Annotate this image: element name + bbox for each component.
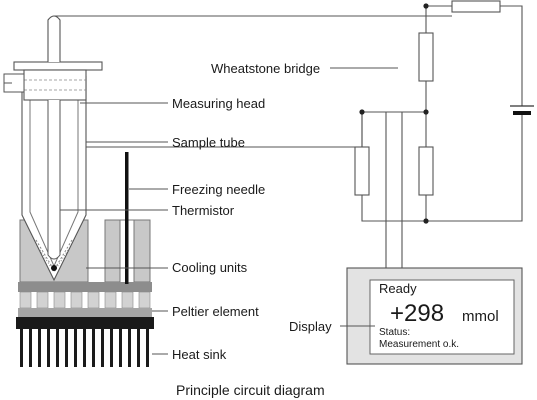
display-wire-left <box>362 111 387 268</box>
peltier-bottom-plate <box>18 308 152 317</box>
bridge-resistor-lower <box>418 146 434 196</box>
top-wire <box>53 15 452 40</box>
display-value: +298 <box>390 300 444 327</box>
leader-lines <box>60 67 398 355</box>
right-wire-top <box>500 5 523 106</box>
bridge-resistor-upper <box>418 32 434 82</box>
thermistor-probe <box>47 100 61 260</box>
label-peltier-element: Peltier element <box>172 304 259 319</box>
label-cooling-units: Cooling units <box>172 260 248 275</box>
wheatstone-bridge-circuit <box>53 0 534 268</box>
display-wire-right <box>401 111 426 268</box>
display-status-top: Ready <box>379 281 417 296</box>
label-measuring-head: Measuring head <box>172 96 265 111</box>
labels: Wheatstone bridge Measuring head Sample … <box>172 61 332 398</box>
measuring-head-rim <box>13 61 103 71</box>
junction-dot <box>423 218 429 224</box>
label-display: Display <box>289 319 332 334</box>
peltier-element <box>18 282 152 317</box>
freezing-needle <box>125 152 129 284</box>
label-freezing-needle: Freezing needle <box>172 182 265 197</box>
bridge-resistor-left <box>354 146 370 196</box>
label-heat-sink: Heat sink <box>172 347 227 362</box>
battery-plate-short <box>513 111 531 115</box>
measuring-head-body <box>23 69 87 101</box>
right-wire-bottom <box>426 115 523 222</box>
junction-dot <box>423 109 429 115</box>
label-sample-tube: Sample tube <box>172 135 245 150</box>
heat-sink <box>16 317 154 367</box>
left-arm-wire-bottom <box>361 195 426 222</box>
display-unit-label: mmol <box>462 308 499 325</box>
peltier-top-plate <box>18 282 152 292</box>
thermistor-probe-top <box>47 15 61 62</box>
label-wheatstone-bridge: Wheatstone bridge <box>211 61 320 76</box>
display-screen <box>369 279 515 355</box>
sample-to-bridge-wire <box>85 112 363 148</box>
heat-sink-base <box>16 317 154 329</box>
junction-dot <box>359 109 365 115</box>
display-unit: Ready +298 mmol Status: Measurement o.k. <box>346 267 523 365</box>
junction-dot <box>423 3 429 9</box>
display-status-text: Measurement o.k. <box>379 339 459 350</box>
sample-tube-assembly <box>3 15 129 284</box>
top-resistor <box>451 0 501 13</box>
label-thermistor: Thermistor <box>172 203 235 218</box>
thermistor-bead <box>51 265 57 271</box>
display-status-label: Status: <box>379 327 410 338</box>
diagram-caption: Principle circuit diagram <box>176 382 325 398</box>
